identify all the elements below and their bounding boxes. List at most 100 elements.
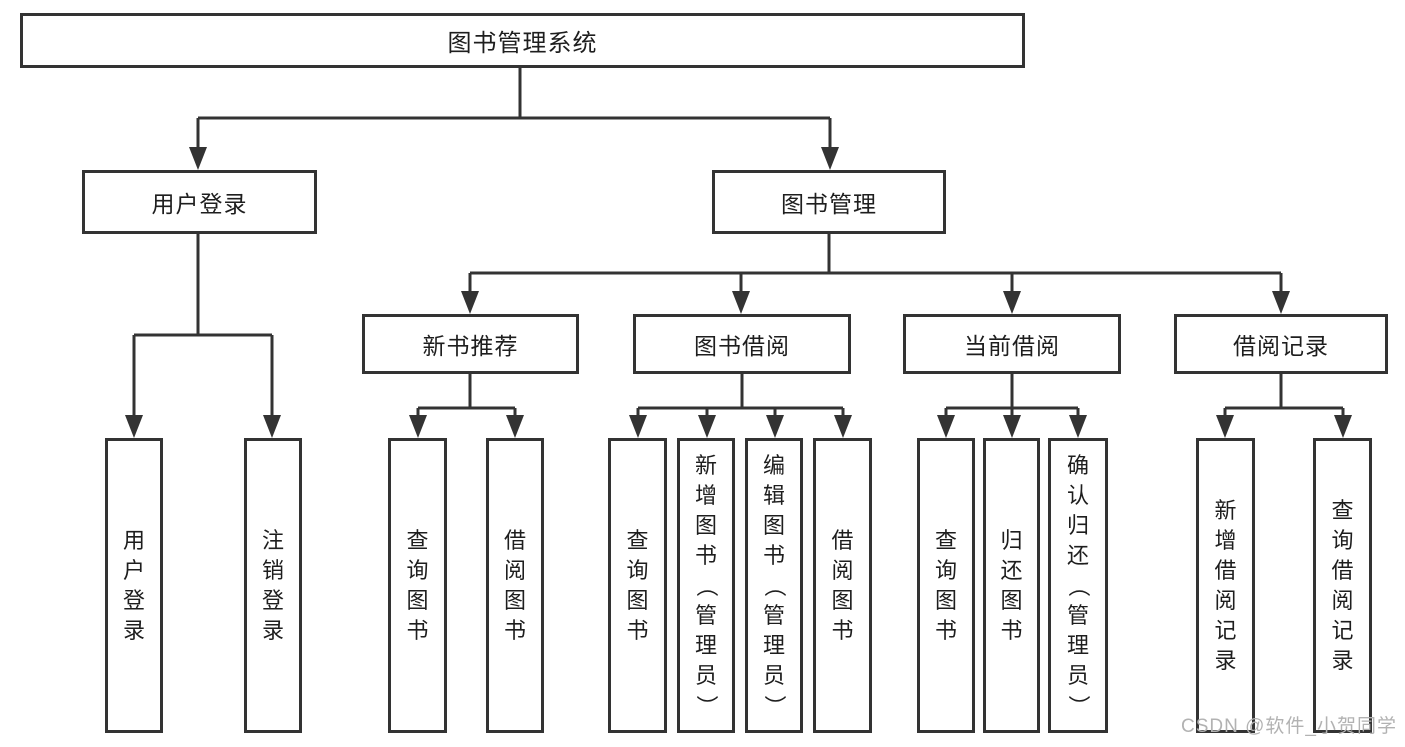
- vertical-char: 阅: [503, 557, 526, 583]
- vertical-char: 员: [1066, 662, 1089, 688]
- node-user-login: 用户登录: [82, 170, 317, 234]
- vertical-char: 注: [261, 527, 284, 553]
- vertical-char: 询: [1331, 527, 1354, 553]
- vertical-char: 阅: [831, 557, 854, 583]
- node-leaf-user-login: 用户登录: [105, 438, 163, 733]
- vertical-char: 管: [762, 602, 785, 628]
- vertical-char: 认: [1066, 482, 1089, 508]
- node-leaf-return-books: 归还图书: [983, 438, 1040, 733]
- vertical-char: 录: [261, 617, 284, 643]
- vertical-char: 用: [122, 527, 145, 553]
- vertical-char: 书: [831, 617, 854, 643]
- vertical-char: （: [1065, 574, 1091, 597]
- vertical-char: 图: [934, 587, 957, 613]
- node-leaf-edit-books-admin: 编辑图书（管理员）: [745, 438, 803, 733]
- vertical-char: 图: [1000, 587, 1023, 613]
- vertical-char: 新: [1214, 497, 1237, 523]
- vertical-char: 确: [1066, 452, 1089, 478]
- vertical-char: 销: [261, 557, 284, 583]
- vertical-char: 理: [694, 632, 717, 658]
- arrowhead: [1003, 291, 1021, 314]
- node-book-management: 图书管理: [712, 170, 946, 234]
- vertical-char: 管: [1066, 602, 1089, 628]
- vertical-char: 书: [406, 617, 429, 643]
- vertical-char: 图: [694, 512, 717, 538]
- node-leaf-query-books-recommend: 查询图书: [388, 438, 447, 733]
- vertical-char: 还: [1066, 542, 1089, 568]
- vertical-char: 录: [122, 617, 145, 643]
- vertical-char: 记: [1214, 617, 1237, 643]
- vertical-char: 借: [1331, 557, 1354, 583]
- arrowhead: [189, 147, 207, 170]
- vertical-char: （: [693, 574, 719, 597]
- vertical-char: 理: [1066, 632, 1089, 658]
- arrowhead: [937, 415, 955, 438]
- arrowhead: [461, 291, 479, 314]
- vertical-char: 户: [122, 557, 145, 583]
- vertical-char: 还: [1000, 557, 1023, 583]
- node-leaf-query-borrow-record: 查询借阅记录: [1313, 438, 1372, 733]
- node-book-borrowing: 图书借阅: [633, 314, 851, 374]
- csdn-watermark: CSDN @软件_小贺同学: [1181, 716, 1397, 737]
- connector-new-books-children: [416, 374, 517, 418]
- arrowhead: [766, 415, 784, 438]
- node-leaf-logout: 注销登录: [244, 438, 302, 733]
- arrowhead: [629, 415, 647, 438]
- arrowhead: [821, 147, 839, 170]
- connector-book-mgmt-children: [468, 234, 1283, 294]
- node-leaf-add-books-admin: 新增图书（管理员）: [677, 438, 735, 733]
- vertical-char: 辑: [762, 482, 785, 508]
- node-leaf-query-books-current: 查询图书: [917, 438, 975, 733]
- node-borrowing-records: 借阅记录: [1174, 314, 1388, 374]
- arrowhead: [1003, 415, 1021, 438]
- vertical-char: 图: [406, 587, 429, 613]
- vertical-char: 录: [1214, 647, 1237, 673]
- vertical-char: 查: [406, 527, 429, 553]
- vertical-char: 员: [762, 662, 785, 688]
- vertical-char: 询: [934, 557, 957, 583]
- vertical-char: 图: [762, 512, 785, 538]
- vertical-char: 归: [1000, 527, 1023, 553]
- vertical-char: 编: [762, 452, 785, 478]
- arrowhead: [732, 291, 750, 314]
- arrowhead: [698, 415, 716, 438]
- arrowhead: [834, 415, 852, 438]
- vertical-char: 书: [762, 542, 785, 568]
- node-leaf-borrow-books-recommend: 借阅图书: [486, 438, 544, 733]
- vertical-char: 书: [934, 617, 957, 643]
- vertical-char: 询: [626, 557, 649, 583]
- vertical-char: 书: [694, 542, 717, 568]
- vertical-char: 查: [934, 527, 957, 553]
- arrowhead: [1334, 415, 1352, 438]
- vertical-char: ）: [693, 694, 719, 717]
- node-leaf-query-books-borrowing: 查询图书: [608, 438, 667, 733]
- vertical-char: 借: [831, 527, 854, 553]
- vertical-char: 员: [694, 662, 717, 688]
- vertical-char: 理: [762, 632, 785, 658]
- vertical-char: 书: [1000, 617, 1023, 643]
- connector-root-to-level2: [196, 68, 832, 150]
- vertical-char: 借: [1214, 557, 1237, 583]
- connector-borrow-records-children: [1223, 374, 1345, 418]
- vertical-char: 借: [503, 527, 526, 553]
- vertical-char: 阅: [1331, 587, 1354, 613]
- vertical-char: （: [761, 574, 787, 597]
- vertical-char: 归: [1066, 512, 1089, 538]
- node-current-borrowing: 当前借阅: [903, 314, 1121, 374]
- arrowhead: [263, 415, 281, 438]
- connector-book-borrow-children: [636, 374, 845, 418]
- vertical-char: 登: [261, 587, 284, 613]
- node-new-book-recommendation: 新书推荐: [362, 314, 579, 374]
- connector-user-login-children: [132, 234, 274, 418]
- node-leaf-borrow-books-borrowing: 借阅图书: [813, 438, 872, 733]
- vertical-char: 书: [626, 617, 649, 643]
- vertical-char: 登: [122, 587, 145, 613]
- vertical-char: 阅: [1214, 587, 1237, 613]
- vertical-char: 录: [1331, 647, 1354, 673]
- arrowhead: [125, 415, 143, 438]
- node-leaf-add-borrow-record: 新增借阅记录: [1196, 438, 1255, 733]
- vertical-char: 图: [503, 587, 526, 613]
- arrowhead: [409, 415, 427, 438]
